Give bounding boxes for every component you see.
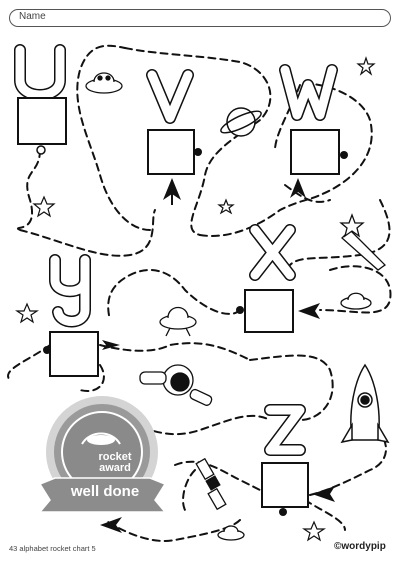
rocket-icon [81, 432, 121, 445]
star-icon [32, 195, 56, 218]
award-badge [38, 396, 167, 513]
badge-title-line2: award [99, 462, 131, 474]
letter-x [236, 224, 320, 333]
name-label: Name [19, 11, 46, 22]
star-icon [356, 56, 376, 76]
satellite-icon [195, 457, 227, 511]
badge-title-line1: rocket [98, 451, 132, 463]
arrow-icon [100, 517, 122, 533]
star-icon [15, 302, 39, 324]
star-icon [217, 198, 235, 215]
ufo-icon [159, 306, 197, 337]
letter-w [279, 64, 348, 198]
letter-u [14, 44, 67, 155]
answer-box-u [17, 97, 67, 145]
rocket-icon [340, 363, 390, 444]
letter-z [261, 404, 335, 516]
ribbon [38, 477, 167, 513]
letter-v [146, 69, 202, 205]
planet-icon [220, 107, 262, 137]
badge-ribbon-text: well done [70, 483, 140, 500]
answer-box-w [290, 129, 340, 175]
answer-box-z [261, 462, 309, 508]
brand-logo: ©wordypip [334, 541, 386, 552]
answer-box-y [49, 331, 99, 377]
answer-box-v [147, 129, 195, 175]
ufo-icon [340, 292, 372, 310]
name-field[interactable]: Name [9, 9, 391, 27]
answer-box-x [244, 289, 294, 333]
astronaut-icon [139, 364, 213, 406]
star-icon [302, 520, 326, 542]
comet-icon [339, 213, 387, 271]
letter-y [43, 254, 120, 377]
ufo-icon [85, 72, 123, 94]
footer-caption: 43 alphabet rocket chart 5 [9, 544, 96, 553]
ufo-icon [217, 525, 245, 541]
